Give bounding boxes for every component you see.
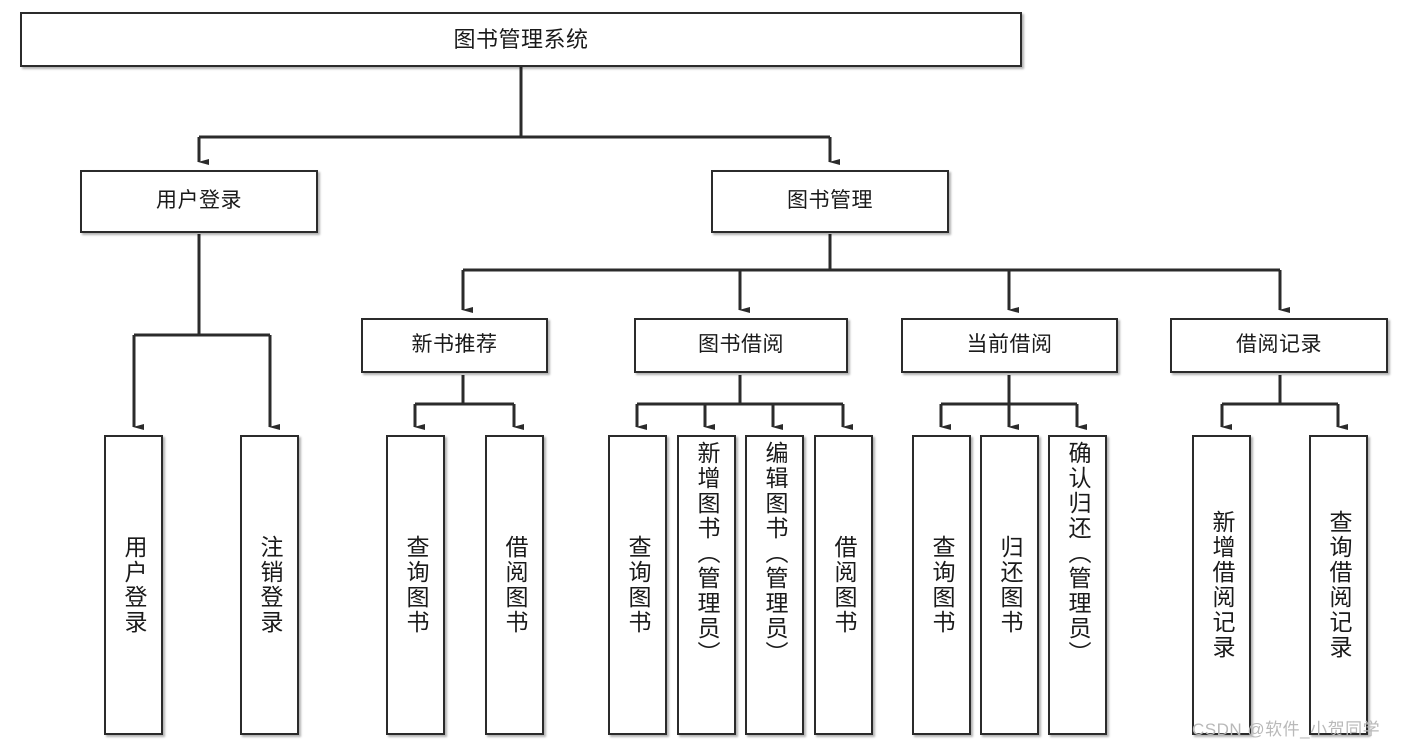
leaf-borrow-books-recommend[interactable]: 借阅图书	[485, 435, 544, 735]
node-label: 查询借阅记录	[1326, 510, 1352, 660]
node-label: 查询图书	[403, 535, 429, 635]
node-label: 归还图书	[997, 535, 1023, 635]
node-label: 新增借阅记录	[1209, 510, 1235, 660]
node-label: 借阅图书	[502, 535, 528, 635]
leaf-query-books-recommend[interactable]: 查询图书	[386, 435, 445, 735]
node-label: 新增图书（管理员）	[694, 441, 720, 666]
leaf-edit-book-admin[interactable]: 编辑图书（管理员）	[745, 435, 804, 735]
leaf-user-login[interactable]: 用户登录	[104, 435, 163, 735]
node-label: 当前借阅	[966, 333, 1053, 357]
leaf-return-books[interactable]: 归还图书	[980, 435, 1039, 735]
node-label: 用户登录	[156, 189, 242, 213]
csdn-watermark: CSDN @软件_小贺同学	[1192, 720, 1381, 739]
node-new-book-recommendation[interactable]: 新书推荐	[361, 318, 548, 373]
leaf-logout[interactable]: 注销登录	[240, 435, 299, 735]
node-label: 查询图书	[929, 535, 955, 635]
node-label: 图书管理	[787, 189, 873, 213]
node-label: 编辑图书（管理员）	[762, 441, 788, 666]
node-label: 借阅图书	[831, 535, 857, 635]
node-label: 新书推荐	[411, 333, 498, 357]
node-label: 查询图书	[625, 535, 651, 635]
node-label: 借阅记录	[1236, 333, 1322, 357]
node-borrowing-records[interactable]: 借阅记录	[1170, 318, 1388, 373]
leaf-add-book-admin[interactable]: 新增图书（管理员）	[677, 435, 736, 735]
node-root-system[interactable]: 图书管理系统	[20, 12, 1022, 67]
node-book-management[interactable]: 图书管理	[711, 170, 949, 233]
leaf-add-borrow-record[interactable]: 新增借阅记录	[1192, 435, 1251, 735]
node-label: 图书管理系统	[453, 26, 589, 52]
leaf-confirm-return-admin[interactable]: 确认归还（管理员）	[1048, 435, 1107, 735]
node-label: 注销登录	[257, 535, 283, 635]
node-label: 确认归还（管理员）	[1065, 441, 1091, 666]
node-user-login[interactable]: 用户登录	[80, 170, 318, 233]
leaf-query-books-current[interactable]: 查询图书	[912, 435, 971, 735]
node-label: 用户登录	[121, 535, 147, 635]
node-book-borrowing[interactable]: 图书借阅	[634, 318, 848, 373]
leaf-query-borrow-record[interactable]: 查询借阅记录	[1309, 435, 1368, 735]
leaf-query-books-borrow[interactable]: 查询图书	[608, 435, 667, 735]
leaf-borrow-books[interactable]: 借阅图书	[814, 435, 873, 735]
node-current-borrowing[interactable]: 当前借阅	[901, 318, 1118, 373]
node-label: 图书借阅	[698, 333, 784, 357]
